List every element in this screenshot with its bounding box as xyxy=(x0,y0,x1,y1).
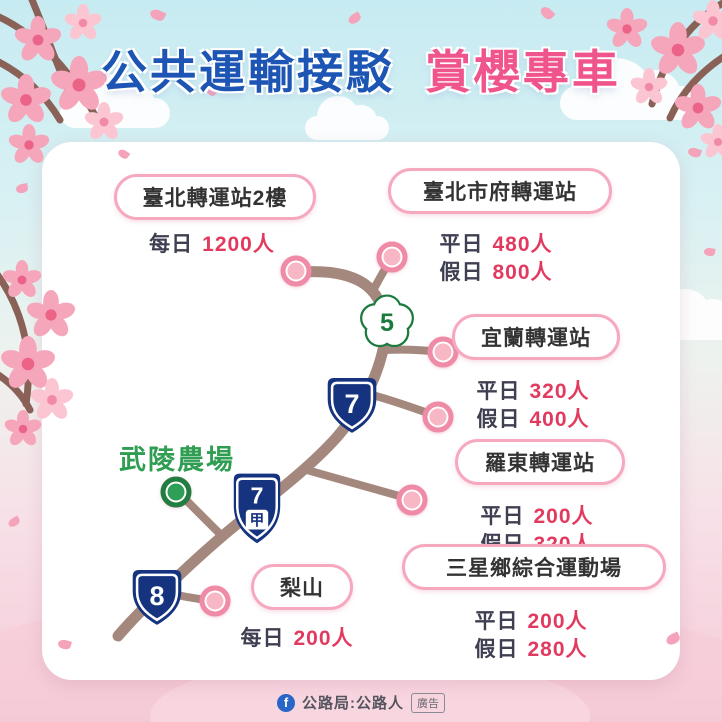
shield-number: 5 xyxy=(380,309,394,337)
station-label-luodong: 羅東轉運站 xyxy=(455,439,625,485)
station-label-taipei-main: 臺北轉運站2樓 xyxy=(114,174,316,220)
petal-icon xyxy=(346,11,363,26)
station-stat: 平日 320人 xyxy=(433,375,633,405)
stat-label: 假日 xyxy=(439,261,484,284)
shield-number: 8 xyxy=(149,581,164,611)
stat-value: 800人 xyxy=(492,261,553,284)
station-name: 三星鄉綜合運動場 xyxy=(446,557,622,580)
stat-label: 每日 xyxy=(149,233,194,256)
shield-suffix: 甲 xyxy=(250,512,265,529)
wuling-farm-label: 武陵農場 xyxy=(119,445,235,475)
provincial-highway-7a-shield-icon: 7 甲 xyxy=(233,473,281,544)
stat-value: 200人 xyxy=(293,627,354,650)
stat-label: 假日 xyxy=(476,408,521,431)
page-title: 公共運輸接駁 賞櫻專車 xyxy=(0,36,722,102)
petal-icon xyxy=(148,7,167,23)
stat-label: 平日 xyxy=(439,233,484,256)
provincial-highway-7-shield-icon: 7 xyxy=(327,378,377,433)
stat-label: 每日 xyxy=(240,627,285,650)
station-stat: 每日 200人 xyxy=(197,622,397,652)
station-stat: 每日 1200人 xyxy=(112,228,312,258)
provincial-highway-8-shield-icon: 8 xyxy=(132,570,182,625)
station-node-taipei-main xyxy=(280,255,312,287)
station-stat: 平日 200人 xyxy=(431,605,631,635)
station-node-sanxing xyxy=(396,484,428,516)
station-stat: 假日 280人 xyxy=(431,633,631,663)
stat-value: 200人 xyxy=(533,505,594,528)
stat-value: 400人 xyxy=(529,408,590,431)
petal-icon xyxy=(703,247,716,257)
station-stat: 平日 480人 xyxy=(396,228,596,258)
station-stat: 假日 400人 xyxy=(433,403,633,433)
stat-label: 假日 xyxy=(474,638,519,661)
national-highway-5-shield-icon: 5 xyxy=(360,294,414,348)
station-label-taipei-city-hall: 臺北市府轉運站 xyxy=(388,168,612,214)
stat-label: 平日 xyxy=(474,610,519,633)
branch-decoration xyxy=(0,272,34,414)
station-node-lishan xyxy=(199,585,231,617)
cherry-blossom-icon xyxy=(84,102,124,142)
cherry-blossom-icon xyxy=(8,124,50,166)
facebook-icon: f xyxy=(277,693,295,712)
cherry-blossom-icon xyxy=(4,410,42,448)
station-label-sanxing: 三星鄉綜合運動場 xyxy=(402,544,666,590)
stat-value: 200人 xyxy=(527,610,588,633)
station-label-lishan: 梨山 xyxy=(251,564,353,610)
cloud-decoration xyxy=(305,96,389,140)
petal-icon xyxy=(538,4,556,22)
title-sakura-text: 賞櫻專車 xyxy=(424,46,621,98)
stat-value: 480人 xyxy=(492,233,553,256)
shield-number: 7 xyxy=(344,389,359,419)
station-name: 宜蘭轉運站 xyxy=(481,327,591,350)
station-label-yilan: 宜蘭轉運站 xyxy=(452,314,620,360)
station-name: 臺北轉運站2樓 xyxy=(142,187,288,210)
cherry-blossom-icon xyxy=(26,290,76,340)
title-transit-text: 公共運輸接駁 xyxy=(101,46,396,98)
stat-value: 320人 xyxy=(529,380,590,403)
station-node-wuling-farm xyxy=(160,476,192,508)
route-map-card: 5 7 7 甲 8 臺北轉運站2樓 每日 1200人 xyxy=(42,142,680,680)
station-name: 臺北市府轉運站 xyxy=(423,181,577,204)
station-name: 梨山 xyxy=(280,577,324,600)
cherry-blossom-icon xyxy=(700,124,722,160)
stat-value: 280人 xyxy=(527,638,588,661)
shield-number: 7 xyxy=(251,483,264,509)
station-stat: 平日 200人 xyxy=(437,500,637,530)
station-stat: 假日 800人 xyxy=(396,256,596,286)
ad-badge: 廣告 xyxy=(411,692,445,713)
footer-credit: 公路局:公路人 xyxy=(302,695,404,712)
footer: f 公路局:公路人 廣告 xyxy=(0,692,722,713)
petal-icon xyxy=(15,183,29,194)
petal-icon xyxy=(6,515,22,529)
station-name: 羅東轉運站 xyxy=(485,452,595,475)
stat-label: 平日 xyxy=(480,505,525,528)
stat-label: 平日 xyxy=(476,380,521,403)
stat-value: 1200人 xyxy=(202,233,275,256)
